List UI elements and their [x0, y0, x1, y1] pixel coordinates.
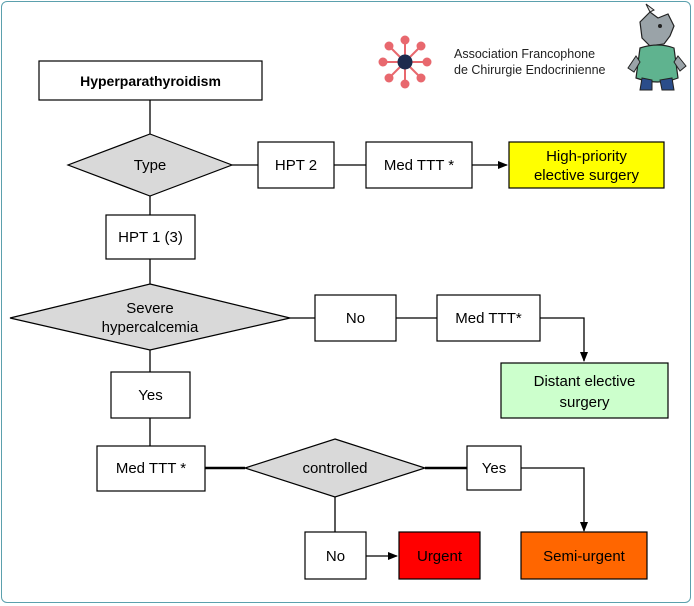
high-priority-label-line1: High-priority: [546, 148, 627, 165]
no-label-1: No: [346, 310, 365, 327]
yes-label-1: Yes: [138, 387, 162, 404]
med-ttt-label-2: Med TTT*: [455, 310, 522, 327]
severe-label-line1: Severe: [126, 300, 174, 317]
distant-label-line1: Distant elective: [534, 373, 636, 390]
distant-elective-surgery-box: [500, 362, 669, 419]
hpt2-box: [257, 141, 335, 189]
med-ttt-box-1: [365, 141, 473, 189]
urgent-box: [398, 531, 481, 580]
type-label: Type: [134, 157, 167, 174]
hyperparathyroidism-label: Hyperparathyroidism: [80, 73, 221, 89]
afce-logo-icon: [378, 35, 432, 89]
yes-label-2: Yes: [482, 460, 506, 477]
connectors: [149, 100, 588, 560]
semi-urgent-label: Semi-urgent: [543, 548, 626, 565]
association-name-line1: Association Francophone: [454, 47, 595, 61]
no-box-2: [304, 531, 367, 580]
urgent-label: Urgent: [417, 548, 463, 565]
no-label-2: No: [326, 548, 345, 565]
high-priority-label-line2: elective surgery: [534, 167, 640, 184]
med-ttt-box-3: [96, 445, 206, 492]
yes-box-1: [110, 371, 191, 419]
high-priority-elective-surgery-box: [508, 141, 665, 189]
hpt2-label: HPT 2: [275, 157, 317, 174]
hyperparathyroidism-box: [38, 60, 263, 101]
yes-box-2: [466, 445, 522, 491]
type-decision: [66, 133, 234, 197]
rhino-surgeon-mascot-icon: [627, 3, 687, 91]
med-ttt-box-2: [436, 294, 541, 342]
severe-hypercalcemia-decision: [9, 283, 291, 351]
distant-label-line2: surgery: [559, 394, 610, 411]
controlled-label: controlled: [302, 460, 367, 477]
no-box-1: [314, 294, 397, 342]
hpt1-label: HPT 1 (3): [118, 229, 183, 246]
med-ttt-label-3: Med TTT *: [116, 460, 186, 477]
controlled-decision: [243, 438, 427, 498]
med-ttt-label-1: Med TTT *: [384, 157, 454, 174]
semi-urgent-box: [520, 531, 648, 580]
severe-label-line2: hypercalcemia: [102, 319, 199, 336]
association-name-line2: de Chirurgie Endocrinienne: [454, 63, 606, 77]
hpt1-box: [105, 214, 196, 260]
